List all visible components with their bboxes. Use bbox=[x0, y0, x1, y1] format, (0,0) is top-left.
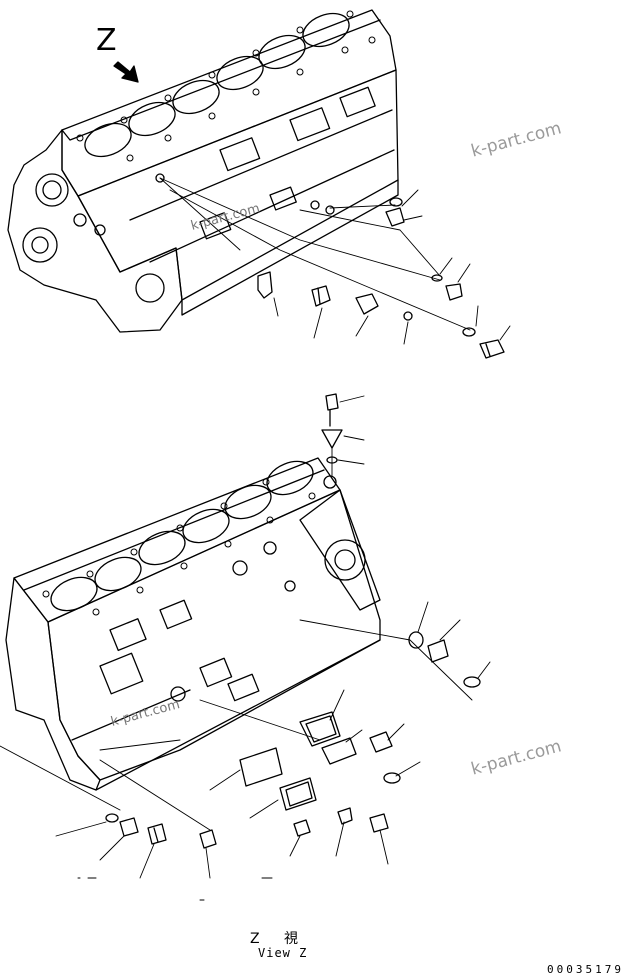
figure-id: 00035179 bbox=[547, 963, 624, 976]
engine-block-bottom-view bbox=[5, 457, 381, 791]
engine-block-top-view bbox=[7, 9, 399, 333]
view-caption-jp: Z 視 bbox=[250, 931, 309, 947]
bottom-view-exploded-parts bbox=[0, 393, 491, 901]
view-caption-en: View Z bbox=[258, 946, 308, 960]
top-view-exploded-parts bbox=[159, 177, 511, 359]
view-z-arrow bbox=[113, 61, 139, 83]
view-letter-label: Z bbox=[96, 23, 117, 58]
